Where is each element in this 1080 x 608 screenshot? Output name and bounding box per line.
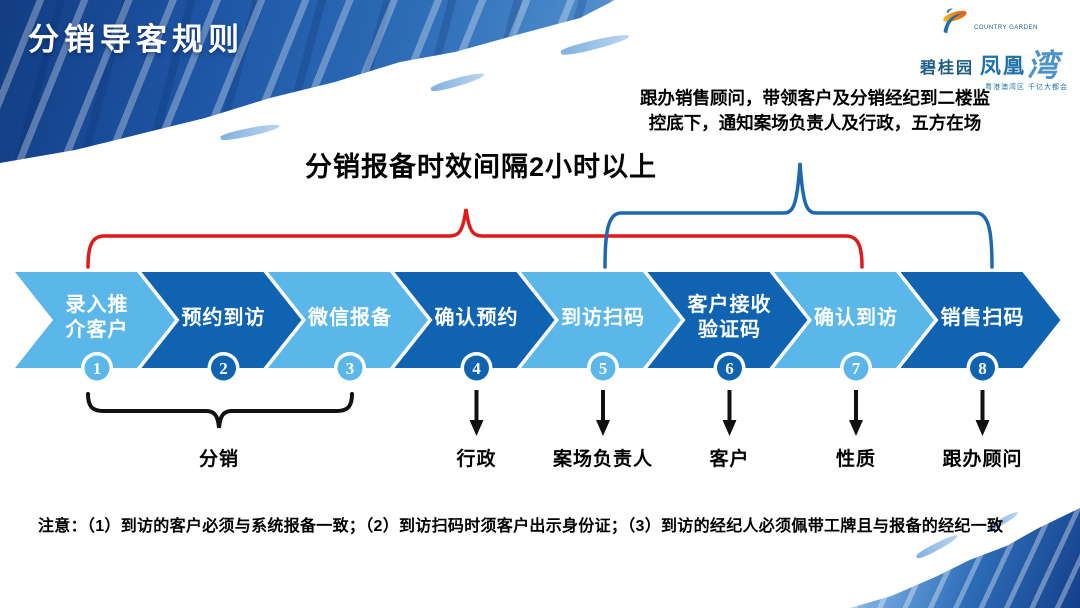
- step-7-label: 确认到访: [814, 306, 898, 329]
- step-4-badge: [464, 355, 489, 381]
- step-8-label: 销售扫码: [940, 306, 1025, 329]
- footnote: 注意：（1）到访的客户必须与系统报备一致；（2）到访扫码时须客户出示身份证；（3…: [38, 518, 1004, 535]
- step-6-label: 客户接收 验证码: [687, 294, 772, 341]
- step-5-label: 到访扫码: [561, 306, 645, 329]
- step-3-label: 微信报备: [308, 306, 392, 329]
- step-1-label: 录入推 介客户: [65, 294, 129, 341]
- step-3-badge: [337, 355, 363, 381]
- step-3-number: 3: [346, 359, 355, 378]
- step-2-number: 2: [219, 359, 228, 378]
- brand-logo: COUNTRY GARDEN 碧桂园 凤凰 湾 粤港澳湾区 千亿大都会: [920, 6, 1072, 92]
- step-6-badge: [717, 355, 742, 381]
- blue-brace: [603, 162, 994, 269]
- step-2-label: 预约到访: [181, 306, 266, 329]
- page-title: 分销导客规则: [28, 22, 244, 57]
- step-badges: 1 2 3 4 5 6 7 8: [81, 352, 999, 384]
- role-label-follow-consultant: 跟办顾问: [942, 449, 1023, 470]
- chevron-step-7: [768, 269, 938, 371]
- step-7-badge: [843, 355, 869, 381]
- role-label-admin: 行政: [456, 449, 497, 470]
- chevron-step-3: [262, 269, 432, 371]
- role-label-nature: 性质: [835, 449, 876, 470]
- step-4-number: 4: [472, 359, 481, 378]
- role-label-distribution: 分销: [198, 449, 239, 470]
- chevron-step-2: [136, 269, 305, 371]
- step-1-number: 1: [93, 359, 102, 378]
- bottom-brace: [86, 392, 354, 429]
- role-label-site-manager: 案场负责人: [552, 449, 653, 470]
- product-suffix: 湾: [1027, 48, 1059, 83]
- chevron-step-4: [389, 269, 558, 371]
- step-8-number: 8: [978, 359, 987, 378]
- step-4-label: 确认预约: [434, 306, 519, 329]
- brand-name: 碧桂园: [920, 60, 975, 77]
- chevron-step-8: [895, 269, 1064, 371]
- chevron-step-1: [9, 269, 179, 371]
- role-label-customer: 客户: [709, 449, 750, 470]
- down-arrows: [469, 390, 990, 436]
- chevron-step-6: [642, 269, 811, 371]
- step-2-badge: [211, 355, 236, 381]
- step-7-number: 7: [852, 359, 861, 378]
- chevron-step-5: [515, 269, 685, 371]
- phoenix-icon: [934, 6, 972, 41]
- step-6-number: 6: [725, 359, 734, 378]
- product-name: 凤凰: [980, 55, 1027, 78]
- step-1-badge: [84, 355, 110, 381]
- brand-tagline: 粤港澳湾区 千亿大都会: [985, 84, 1068, 91]
- step-8-badge: [970, 355, 995, 381]
- interval-note: 分销报备时效间隔2小时以上: [305, 152, 658, 182]
- step-5-number: 5: [599, 359, 608, 378]
- follow-note: 跟办销售顾问，带领客户及分销经纪到二楼监 控底下，通知案场负责人及行政，五方在场: [640, 88, 990, 134]
- step-5-badge: [590, 355, 616, 381]
- red-brace: [86, 208, 864, 269]
- brand-subtext: COUNTRY GARDEN: [974, 24, 1038, 31]
